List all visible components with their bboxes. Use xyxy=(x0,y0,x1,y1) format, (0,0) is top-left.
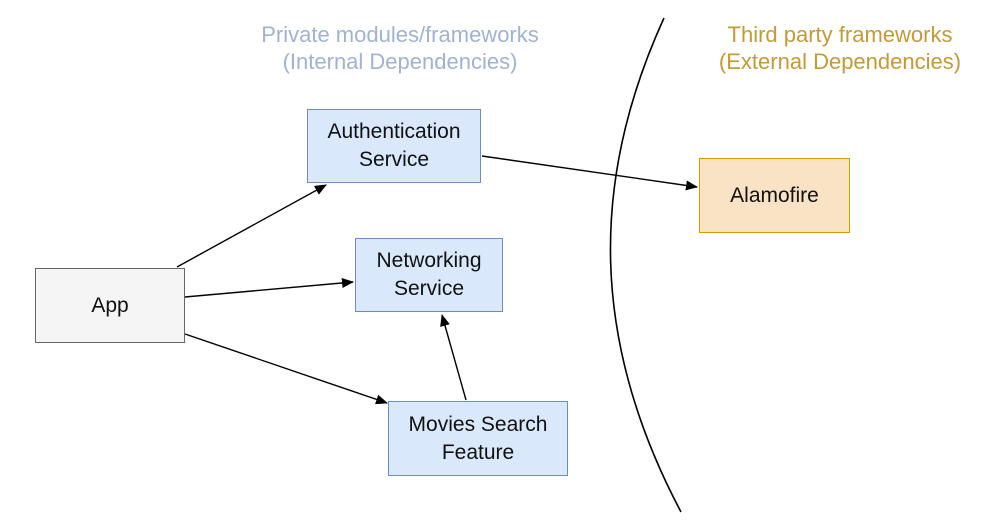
networking-service-label-line-1: Networking xyxy=(376,249,482,272)
movies-search-feature-label-line-2: Feature xyxy=(441,440,515,464)
alamofire-node: Alamofire xyxy=(699,158,850,233)
external-heading-line-1: Third party frameworks xyxy=(727,22,953,47)
networking-service-label-line-2: Service xyxy=(393,277,465,300)
edge-app-to-networking xyxy=(184,277,354,298)
authentication-service-label-line-1: Authentication xyxy=(327,120,461,143)
alamofire-label: Alamofire xyxy=(730,183,819,207)
movies-search-feature-node: Movies Search Feature xyxy=(388,401,568,476)
boundary-curve xyxy=(609,17,682,513)
authentication-service-node: Authentication Service xyxy=(307,109,481,183)
edge-movies-to-networking xyxy=(440,314,467,401)
external-dependencies-heading: Third party frameworks (External Depende… xyxy=(680,21,1000,75)
edge-app-to-auth xyxy=(176,184,327,268)
movies-search-feature-label-line-1: Movies Search xyxy=(408,412,548,436)
edge-auth-to-alamofire xyxy=(481,155,698,191)
internal-heading-line-2: (Internal Dependencies) xyxy=(282,49,518,74)
app-label: App xyxy=(91,293,129,317)
authentication-service-label-line-2: Service xyxy=(358,148,430,171)
external-heading-line-2: (External Dependencies) xyxy=(718,49,962,74)
edge-app-to-movies xyxy=(184,333,388,405)
internal-heading-line-1: Private modules/frameworks xyxy=(261,22,539,47)
app-node: App xyxy=(35,268,185,343)
internal-dependencies-heading: Private modules/frameworks (Internal Dep… xyxy=(218,21,582,75)
networking-service-node: Networking Service xyxy=(355,238,503,312)
